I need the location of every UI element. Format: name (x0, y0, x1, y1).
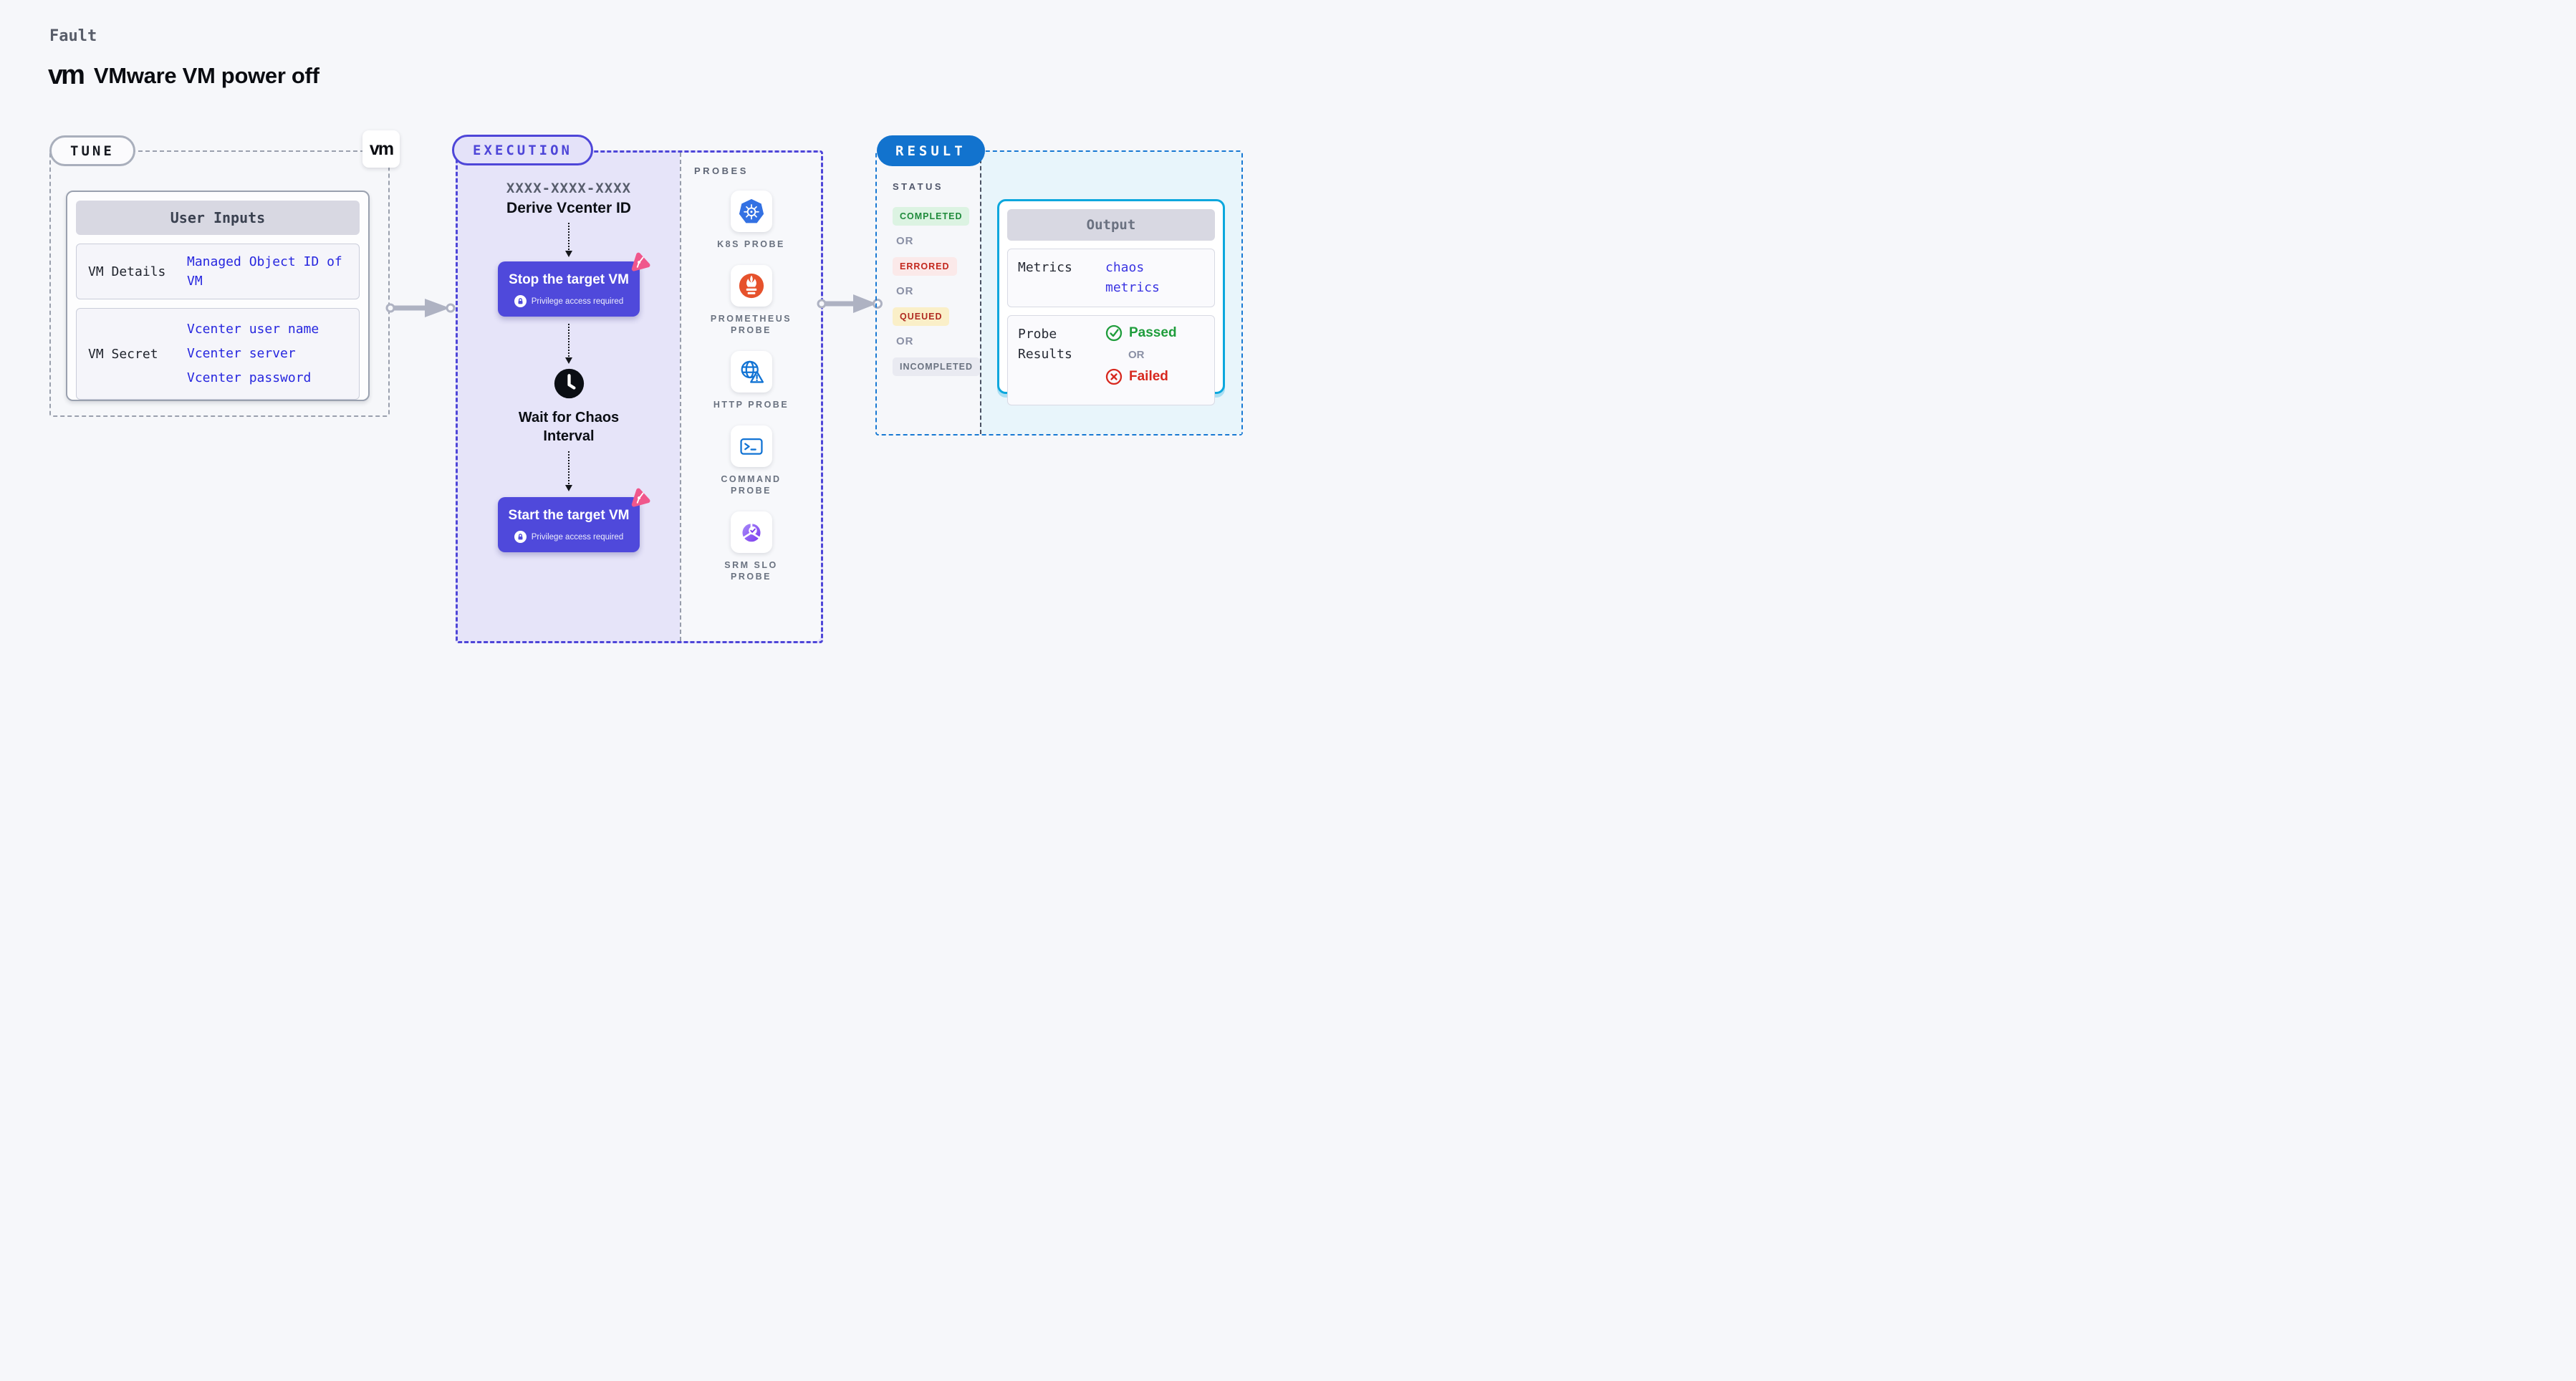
check-circle-icon (1105, 324, 1123, 342)
derive-vcenter-code: XXXX-XXXX-XXXX (506, 181, 632, 196)
probe-label: COMMAND PROBE (721, 474, 782, 496)
tune-section-box (49, 150, 390, 417)
wait-chaos-interval-label: Wait for Chaos Interval (518, 410, 620, 444)
or-separator: OR (896, 285, 914, 297)
execution-section-box: PROBES (456, 150, 823, 643)
user-inputs-header: User Inputs (76, 201, 360, 235)
prometheus-icon (730, 265, 772, 307)
vm-secret-value: Vcenter server (187, 346, 296, 361)
privilege-note: Privilege access required (531, 532, 624, 542)
metrics-value: chaos metrics (1105, 260, 1160, 295)
lock-icon (514, 295, 527, 307)
stop-vm-label: Stop the target VM (509, 272, 629, 287)
vmware-badge-icon: vm (362, 130, 400, 168)
fault-kicker: Fault (49, 27, 97, 45)
x-circle-icon (1105, 368, 1123, 385)
probes-list: K8S PROBE PROMETHEUS PROBE (681, 191, 821, 582)
user-inputs-card: User Inputs VM Details Managed Object ID… (66, 191, 370, 401)
vmware-vm-power-off-diagram: Fault vm VMware VM power off TUNE vm Use… (0, 0, 1288, 690)
status-column: STATUS COMPLETED OR ERRORED OR QUEUED OR… (893, 181, 980, 376)
probe-label: SRM SLO PROBE (724, 560, 778, 582)
or-separator: OR (896, 335, 914, 347)
vm-details-row: VM Details Managed Object ID of VM (76, 244, 360, 299)
page-title: VMware VM power off (93, 62, 319, 88)
vm-secret-row: VM Secret Vcenter user name Vcenter serv… (76, 308, 360, 400)
metrics-key: Metrics (1018, 260, 1072, 275)
probe-k8s: K8S PROBE (704, 191, 799, 250)
probes-panel: PROBES (680, 153, 821, 641)
stop-vm-step: Stop the target VM Privilege access requ… (498, 252, 650, 317)
probe-label: PROMETHEUS PROBE (710, 314, 792, 335)
privilege-note: Privilege access required (531, 297, 624, 306)
probe-results-values: Passed OR Failed (1105, 324, 1177, 396)
derive-vcenter-label: Derive Vcenter ID (506, 200, 631, 216)
start-vm-step: Start the target VM Privilege access req… (498, 488, 650, 552)
failed-line: Failed (1105, 368, 1177, 385)
status-badge-completed: COMPLETED (893, 207, 970, 226)
start-vm-label: Start the target VM (508, 508, 630, 523)
lock-icon (514, 531, 527, 543)
vm-secret-value: Vcenter password (187, 370, 312, 385)
probe-label: K8S PROBE (717, 239, 785, 249)
privilege-note-row: Privilege access required (504, 531, 634, 543)
probe-command: COMMAND PROBE (704, 425, 799, 496)
terminal-icon (730, 425, 772, 467)
failed-label: Failed (1129, 369, 1168, 384)
or-separator: OR (1128, 349, 1145, 361)
probe-srm-slo: SRM SLO PROBE (704, 511, 799, 582)
status-badge-incompleted: INCOMPLETED (893, 357, 980, 376)
vm-details-key: VM Details (88, 264, 166, 279)
or-separator: OR (896, 235, 914, 247)
status-title: STATUS (893, 181, 944, 192)
vm-details-value: Managed Object ID of VM (187, 254, 342, 289)
privilege-note-row: Privilege access required (504, 295, 634, 307)
flow-connector (564, 451, 572, 491)
output-header: Output (1007, 209, 1215, 241)
passed-label: Passed (1129, 325, 1177, 340)
vm-secret-values: Vcenter user name Vcenter server Vcenter… (187, 317, 319, 390)
probe-http: HTTP PROBE (704, 351, 799, 410)
litmus-chaos-icon (631, 252, 650, 271)
probe-results-key: Probe Results (1018, 327, 1072, 362)
page-title-row: vm VMware VM power off (48, 60, 319, 91)
clock-icon (554, 368, 585, 403)
probe-results-row: Probe Results Passed OR Failed (1007, 315, 1215, 405)
status-badge-errored: ERRORED (893, 257, 957, 276)
metrics-row: Metrics chaos metrics (1007, 249, 1215, 307)
http-globe-icon (730, 351, 772, 393)
tune-to-execution-arrow (385, 299, 456, 317)
probe-prometheus: PROMETHEUS PROBE (704, 265, 799, 336)
flow-connector (564, 223, 572, 257)
result-divider (980, 152, 981, 434)
execution-section-pill: EXECUTION (452, 135, 593, 165)
litmus-chaos-icon (631, 488, 650, 507)
vm-secret-key: VM Secret (88, 346, 158, 362)
status-badge-queued: QUEUED (893, 307, 950, 326)
result-section-pill: RESULT (877, 135, 985, 166)
vmware-logo-icon: vm (48, 60, 85, 90)
kubernetes-icon (730, 191, 772, 232)
probes-title: PROBES (694, 165, 749, 176)
slo-donut-icon (730, 511, 772, 553)
tune-section-pill: TUNE (49, 135, 135, 166)
flow-connector (564, 324, 572, 364)
probe-label: HTTP PROBE (713, 400, 789, 410)
passed-line: Passed (1105, 324, 1177, 342)
execution-flow: XXXX-XXXX-XXXX Derive Vcenter ID Stop th… (456, 181, 682, 552)
vm-secret-value: Vcenter user name (187, 322, 319, 337)
execution-to-result-arrow (817, 294, 883, 313)
output-card: Output Metrics chaos metrics Probe Resul… (997, 199, 1225, 405)
